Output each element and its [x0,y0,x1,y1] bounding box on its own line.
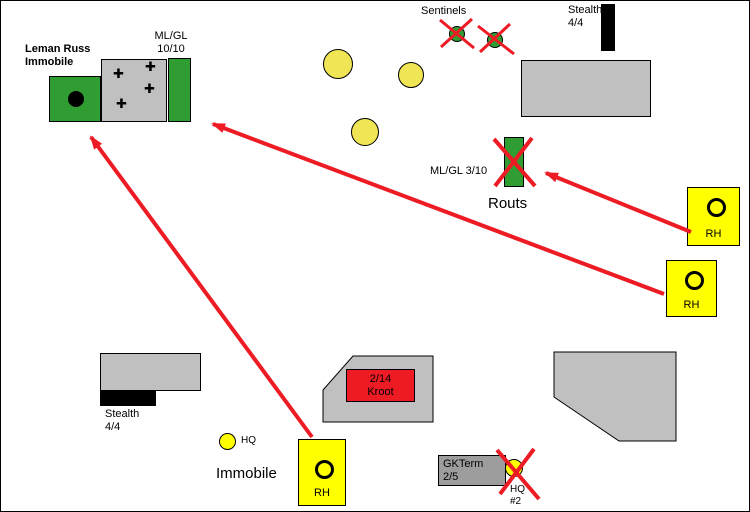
hatch-ring-icon [315,460,334,479]
leman-russ-tank [49,76,101,122]
rhino-marker-2: RH [666,260,717,317]
mlgl-squad-marker [168,58,191,122]
squad-transport-box: ✚ ✚ ✚ ✚ [101,59,167,122]
attack-arrow-1 [544,171,692,234]
hatch-ring-icon [685,271,704,290]
hatch-ring-icon [707,198,726,217]
cross-marker-icon: ✚ [113,66,124,81]
immobile-label: Immobile [216,465,277,482]
hq-label: HQ [241,435,256,446]
hq2-marker [505,459,523,477]
attack-arrow-2 [211,122,665,296]
stealth-bottom-marker [100,391,156,406]
sentinels-label: Sentinels [421,5,467,17]
cross-marker-icon: ✚ [145,59,156,74]
kroot-label: 2/14 Kroot [367,372,394,398]
stealth-bottom-label: Stealth 4/4 [105,408,140,433]
hq-marker [219,433,236,450]
cross-marker-icon: ✚ [144,81,155,96]
cross-marker-icon: ✚ [116,96,127,111]
rhino-label: RH [705,228,722,240]
top-right-building [521,60,651,117]
mlgl-10-label: ML/GL 10/10 [154,30,188,55]
sentinel-marker [449,26,465,42]
blip-marker [323,49,353,79]
bottom-left-building [100,353,201,391]
sentinel-marker [487,32,503,48]
hq2-label: HQ #2 [510,484,525,507]
stealth-top-marker [601,4,615,51]
blip-marker [351,118,379,146]
leman-russ-label: Leman Russ Immobile [25,43,91,68]
kroot-banner: 2/14 Kroot [346,369,415,402]
rhino-label: RH [314,487,330,499]
stealth-top-label: Stealth 4/4 [568,4,603,29]
routed-squad-marker [504,137,524,187]
rhino-marker-3: RH [298,439,346,506]
mlgl-3-label: ML/GL 3/10 [430,165,488,177]
turret-dot-icon [68,91,84,107]
gkterm-box: GKTerm 2/5 [438,455,506,486]
blip-marker [398,62,424,88]
rhino-marker-1: RH [687,187,740,246]
routs-label: Routs [488,195,528,212]
bottom-right-building-shape [553,351,677,442]
rhino-label: RH [683,299,700,311]
